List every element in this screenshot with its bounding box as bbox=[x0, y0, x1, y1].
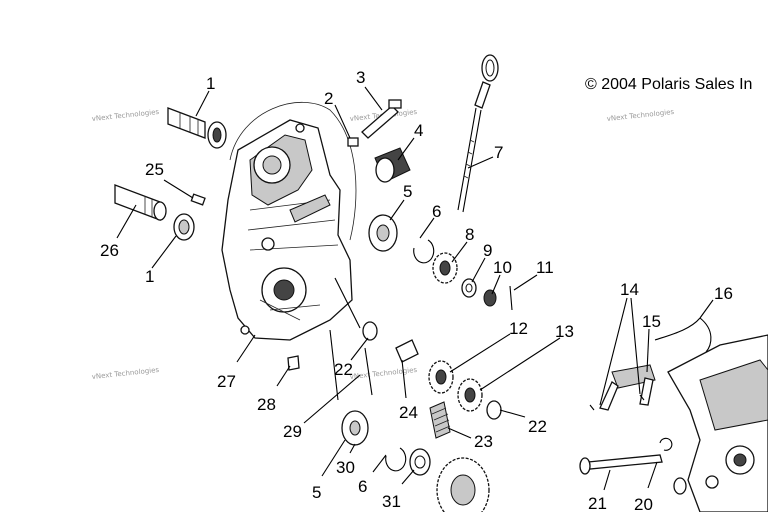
washer bbox=[486, 400, 502, 420]
right-housing bbox=[667, 334, 768, 512]
washer bbox=[362, 321, 378, 341]
reverse-gear bbox=[428, 360, 454, 394]
spring bbox=[654, 317, 712, 353]
watermark: vNext Technologies bbox=[91, 108, 159, 123]
pin-assembly bbox=[347, 99, 402, 147]
bearing bbox=[368, 214, 398, 252]
callout-30: 30 bbox=[336, 458, 355, 477]
callout-11: 11 bbox=[536, 258, 554, 277]
callout-8: 8 bbox=[465, 225, 474, 244]
callout-28: 28 bbox=[257, 395, 276, 414]
copyright-text: © 2004 Polaris Sales In bbox=[585, 76, 752, 93]
rod bbox=[364, 347, 373, 396]
callout-6-lower: 6 bbox=[358, 477, 367, 496]
callout-15: 15 bbox=[642, 312, 661, 331]
callout-22-right: 22 bbox=[528, 417, 547, 436]
dipstick bbox=[457, 54, 499, 213]
shift-shaft bbox=[579, 454, 663, 475]
callout-1-lower: 1 bbox=[145, 267, 154, 286]
callout-23: 23 bbox=[474, 432, 493, 451]
callout-6: 6 bbox=[432, 202, 441, 221]
callout-14: 14 bbox=[620, 280, 639, 299]
callout-13: 13 bbox=[555, 322, 574, 341]
leader-lines bbox=[116, 86, 714, 491]
drain-plug bbox=[287, 355, 300, 371]
drive-gear bbox=[432, 252, 458, 284]
callout-labels: 1 2 3 4 5 6 7 8 9 10 11 12 13 14 15 16 2… bbox=[100, 68, 733, 512]
callout-21: 21 bbox=[588, 494, 607, 512]
watermark: vNext Technologies bbox=[606, 108, 674, 123]
bearing bbox=[341, 410, 369, 446]
callout-24: 24 bbox=[399, 403, 418, 422]
cotter-pin bbox=[509, 285, 513, 311]
callout-20: 20 bbox=[634, 495, 653, 512]
callout-3: 3 bbox=[356, 68, 365, 87]
chain bbox=[429, 401, 451, 439]
callout-31: 31 bbox=[382, 492, 401, 511]
callout-16: 16 bbox=[714, 284, 733, 303]
bolt bbox=[190, 193, 206, 206]
clip bbox=[659, 437, 673, 451]
large-gear bbox=[436, 457, 490, 512]
watermark: vNext Technologies bbox=[91, 366, 159, 381]
callout-5: 5 bbox=[403, 182, 412, 201]
callout-10: 10 bbox=[493, 258, 512, 277]
nut bbox=[483, 289, 497, 307]
callout-7: 7 bbox=[494, 143, 503, 162]
idler-gear bbox=[457, 378, 483, 412]
snap-ring bbox=[385, 447, 407, 472]
callout-29: 29 bbox=[283, 422, 302, 441]
output-shaft bbox=[167, 107, 227, 149]
shaft-sleeve bbox=[395, 339, 419, 363]
callout-26: 26 bbox=[100, 241, 119, 260]
watermark: vNext Technologies bbox=[349, 366, 417, 381]
callout-1: 1 bbox=[206, 74, 215, 93]
snap-ring bbox=[413, 239, 435, 264]
input-shaft bbox=[114, 184, 195, 241]
shift-fork-assembly bbox=[589, 364, 656, 411]
callout-4: 4 bbox=[414, 121, 423, 140]
callout-9: 9 bbox=[483, 241, 492, 260]
callout-22: 22 bbox=[334, 360, 353, 379]
pin bbox=[347, 137, 359, 147]
callout-5-lower: 5 bbox=[312, 483, 321, 502]
callout-2: 2 bbox=[324, 89, 333, 108]
callout-27: 27 bbox=[217, 372, 236, 391]
callout-12: 12 bbox=[509, 319, 528, 338]
callout-25: 25 bbox=[145, 160, 164, 179]
gearcase-housing bbox=[221, 102, 357, 341]
washer bbox=[673, 477, 687, 495]
bushing bbox=[374, 147, 411, 183]
